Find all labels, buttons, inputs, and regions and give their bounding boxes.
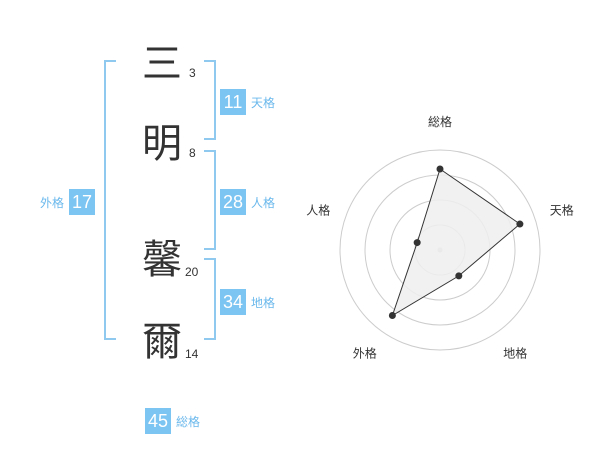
radar-axis-label: 外格 bbox=[353, 346, 377, 361]
radar-point bbox=[455, 272, 463, 280]
soukaku-score: 45 総格 bbox=[145, 408, 200, 434]
tenkaku-label: 天格 bbox=[251, 95, 276, 110]
stroke-count-4: 14 bbox=[185, 347, 199, 361]
radar-point bbox=[413, 239, 421, 247]
jinkaku-score: 28 人格 bbox=[220, 189, 275, 215]
stroke-count-2: 8 bbox=[189, 146, 196, 160]
soukaku-value: 45 bbox=[145, 408, 172, 434]
radar-axis-label: 地格 bbox=[503, 346, 527, 361]
jinkaku-value: 28 bbox=[220, 189, 247, 215]
stroke-count-1: 3 bbox=[189, 66, 196, 80]
jinkaku-label: 人格 bbox=[251, 195, 276, 210]
gaikaku-score: 外格 17 bbox=[40, 189, 96, 215]
radar-point bbox=[388, 312, 396, 320]
name-char-4: 爾 bbox=[142, 319, 182, 365]
tenkaku-bracket bbox=[204, 60, 216, 140]
name-char-3: 馨 bbox=[142, 237, 182, 283]
gaikaku-value: 17 bbox=[69, 189, 96, 215]
chikaku-value: 34 bbox=[220, 289, 247, 315]
radar-axis-label: 人格 bbox=[306, 202, 330, 217]
chikaku-bracket bbox=[204, 258, 216, 340]
radar-point bbox=[436, 165, 444, 173]
radar-ring bbox=[339, 149, 541, 351]
jinkaku-bracket bbox=[204, 150, 216, 250]
name-char-2: 明 bbox=[142, 121, 182, 167]
chikaku-score: 34 地格 bbox=[220, 289, 275, 315]
radar-axis-label: 天格 bbox=[550, 202, 574, 217]
tenkaku-score: 11 天格 bbox=[220, 89, 275, 115]
soukaku-label: 総格 bbox=[176, 414, 201, 429]
radar-polygon bbox=[391, 168, 521, 317]
gaikaku-label: 外格 bbox=[40, 195, 65, 210]
stroke-count-3: 20 bbox=[185, 265, 199, 279]
chikaku-label: 地格 bbox=[251, 295, 276, 310]
gaikaku-bracket bbox=[104, 60, 116, 340]
radar-axis-label: 総格 bbox=[428, 114, 452, 129]
radar-point bbox=[516, 220, 524, 228]
name-char-1: 三 bbox=[142, 41, 182, 87]
tenkaku-value: 11 bbox=[220, 89, 246, 115]
